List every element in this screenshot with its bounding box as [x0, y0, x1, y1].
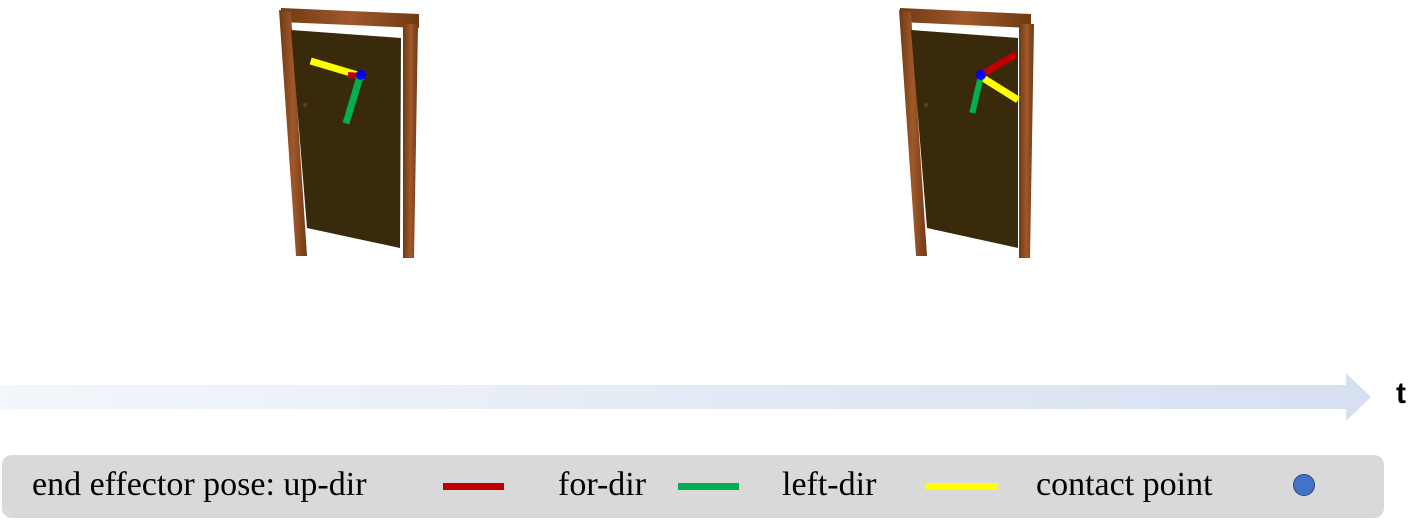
legend-left-dir-swatch: [926, 483, 998, 490]
timeline-arrow-svg: [0, 373, 1371, 421]
door-2-for-dir: [969, 76, 984, 114]
timeline-arrow: [0, 370, 1412, 425]
door-scene: [279, 8, 1034, 258]
door-2-up-dir: [976, 51, 1018, 80]
legend-left-dir-label: left-dir: [782, 466, 877, 503]
door-2: [899, 8, 1034, 258]
door-2-knob: [924, 103, 928, 107]
door-1-contact-point: [356, 70, 366, 80]
time-axis-label: t: [1396, 377, 1406, 410]
door-1-frame-right: [403, 24, 418, 258]
door-1-for-dir: [342, 75, 364, 125]
contact-point-dot-icon: [1293, 474, 1315, 496]
door-1-frame-top: [281, 8, 419, 28]
door-1: [279, 8, 419, 258]
timeline-arrow-shape: [0, 373, 1371, 421]
legend-box: end effector pose: up-dir for-dir left-d…: [2, 455, 1384, 518]
legend-for-dir-label: for-dir: [558, 466, 647, 503]
legend-contact-point-label: contact point: [1036, 466, 1213, 503]
door-2-frame-right: [1019, 24, 1034, 258]
door-2-contact-point: [976, 70, 986, 80]
door-1-frame-left: [279, 10, 307, 256]
door-1-panel: [291, 30, 401, 248]
door-2-frame-left: [899, 10, 927, 256]
legend-up-dir-swatch: [443, 483, 504, 490]
legend-for-dir-swatch: [678, 483, 739, 490]
door-2-left-dir: [978, 73, 1020, 103]
legend-up-dir-label: end effector pose: up-dir: [32, 466, 367, 503]
door-scene-svg: [279, 8, 1034, 258]
door-2-frame-top: [900, 8, 1031, 28]
door-1-knob: [303, 103, 307, 107]
